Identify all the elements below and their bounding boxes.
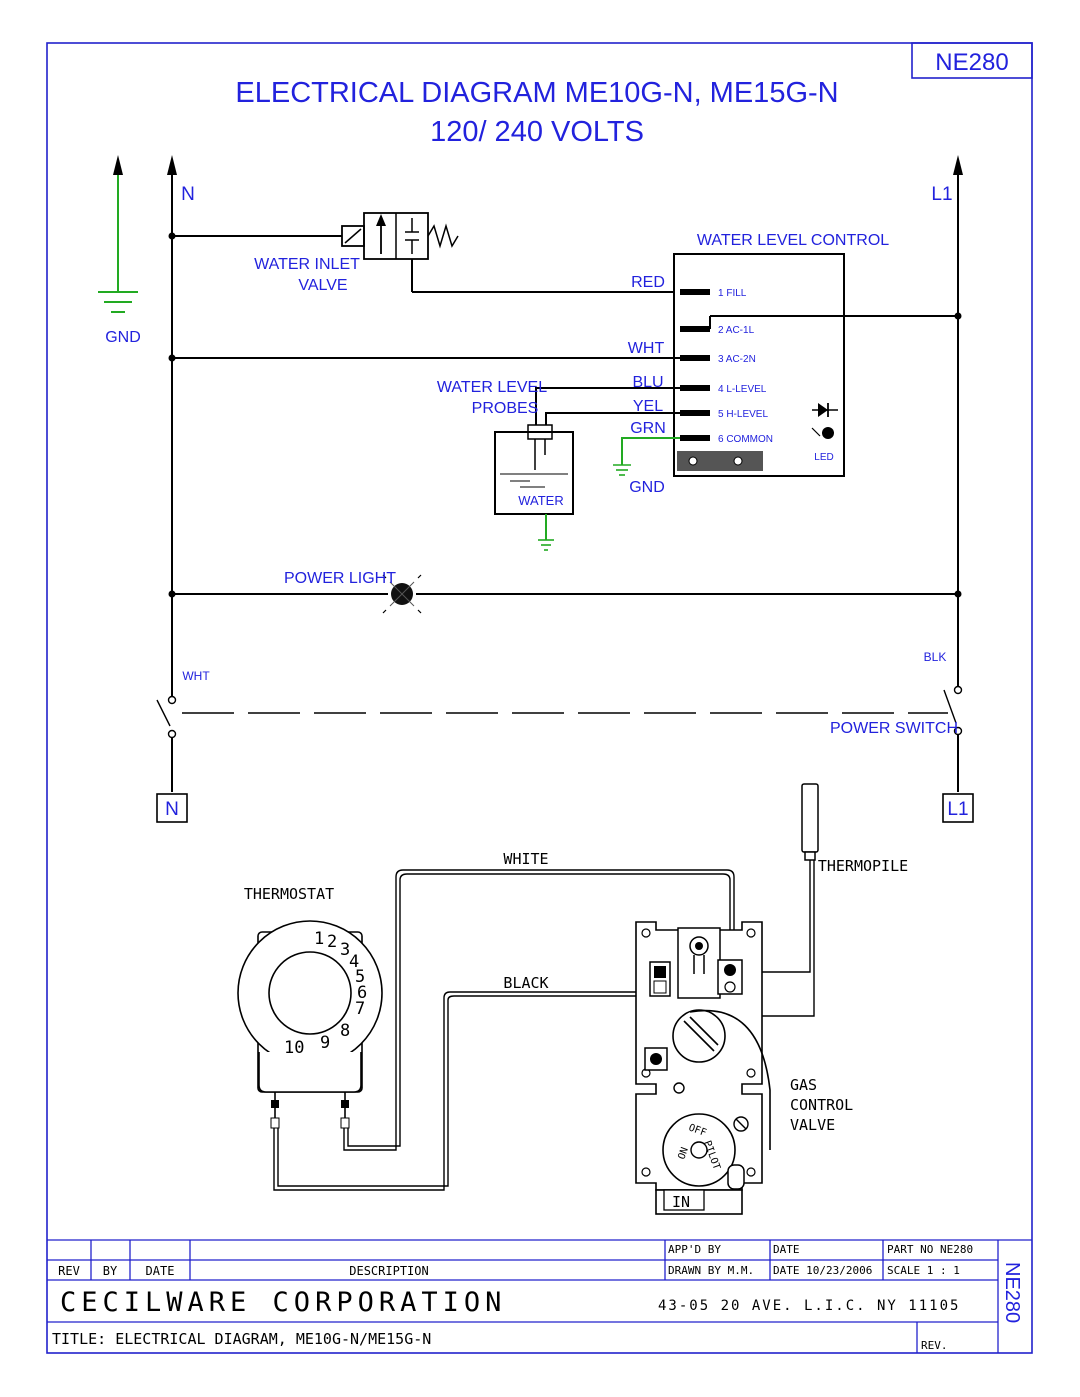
appd-by-label: APP'D BY bbox=[668, 1243, 721, 1256]
water-inlet-valve-symbol bbox=[168, 212, 680, 293]
date-col-label: DATE bbox=[146, 1264, 175, 1278]
thermopile-label: THERMOPILE bbox=[818, 857, 908, 875]
led-label: LED bbox=[814, 452, 833, 463]
wire-yel-label: YEL bbox=[633, 398, 663, 415]
diagram-subtitle: 120/ 240 VOLTS bbox=[430, 116, 644, 148]
terminal-5: 5 H-LEVEL bbox=[718, 409, 768, 420]
gas-control-valve bbox=[635, 921, 771, 1215]
part-no-label: PART NO NE280 bbox=[887, 1243, 973, 1256]
blk-small-label: BLK bbox=[924, 650, 947, 664]
dial-3: 3 bbox=[340, 940, 350, 960]
company-address: 43-05 20 AVE. L.I.C. NY 11105 bbox=[658, 1298, 960, 1314]
gnd-mid-label: GND bbox=[629, 479, 665, 496]
control-mounting-strip bbox=[677, 451, 763, 471]
power-light bbox=[168, 574, 962, 614]
wht-small-label: WHT bbox=[182, 669, 210, 683]
gas-label-2: CONTROL bbox=[790, 1096, 853, 1114]
dial-2: 2 bbox=[327, 932, 337, 952]
thermostat-label: THERMOSTAT bbox=[244, 885, 334, 903]
drawing-border bbox=[46, 42, 1033, 1354]
dial-7: 7 bbox=[355, 999, 365, 1019]
black-wire bbox=[273, 991, 652, 1191]
black-wire-label: BLACK bbox=[503, 974, 548, 992]
l1-label-top: L1 bbox=[931, 184, 952, 205]
ground-arrow bbox=[98, 155, 138, 313]
white-wire-label: WHITE bbox=[503, 850, 548, 868]
diagram-title: ELECTRICAL DIAGRAM ME10G-N, ME15G-N bbox=[235, 77, 838, 109]
water-tank bbox=[494, 431, 574, 551]
dial-6: 6 bbox=[357, 983, 367, 1003]
line-rail bbox=[953, 155, 963, 688]
valve-in-label: IN bbox=[672, 1193, 690, 1211]
part-number-box bbox=[911, 42, 1033, 79]
neutral-rail bbox=[167, 155, 177, 698]
n-label-top: N bbox=[181, 184, 195, 205]
drawn-by-label: DRAWN BY M.M. bbox=[668, 1264, 754, 1277]
terminal-blades bbox=[680, 289, 710, 441]
common-ground-wire bbox=[613, 437, 680, 476]
terminal-2: 2 AC-1L bbox=[718, 325, 755, 336]
thermopile bbox=[743, 783, 819, 1017]
water-level-label-1: WATER LEVEL bbox=[437, 379, 547, 396]
led-icon bbox=[811, 403, 838, 439]
thermostat-dial bbox=[237, 920, 383, 1129]
terminal-1: 1 FILL bbox=[718, 288, 747, 299]
power-switch-label: POWER SWITCH bbox=[830, 720, 958, 737]
side-part-number: NE280 bbox=[1001, 1262, 1023, 1323]
n-box-label: N bbox=[165, 799, 179, 820]
white-wire bbox=[343, 869, 735, 1151]
dial-1: 1 bbox=[314, 929, 324, 949]
dial-9: 9 bbox=[320, 1033, 330, 1053]
gnd-left-label: GND bbox=[105, 329, 141, 346]
terminal-3: 3 AC-2N bbox=[718, 354, 756, 365]
part-number: NE280 bbox=[935, 49, 1008, 76]
dial-4: 4 bbox=[349, 952, 359, 972]
thermostat-dial-numbers: 1 2 3 4 5 6 7 8 9 10 bbox=[284, 929, 367, 1058]
title-block-grid bbox=[47, 1239, 1032, 1353]
date-value-label: DATE 10/23/2006 bbox=[773, 1264, 872, 1277]
drawing-title: TITLE: ELECTRICAL DIAGRAM, ME10G-N/ME15G… bbox=[52, 1330, 431, 1348]
water-label: WATER bbox=[518, 493, 564, 508]
water-inlet-label-2: VALVE bbox=[298, 277, 347, 294]
water-inlet-label-1: WATER INLET bbox=[254, 256, 360, 273]
gas-label-1: GAS bbox=[790, 1076, 817, 1094]
water-level-label-2: PROBES bbox=[472, 400, 539, 417]
wire-grn-label: GRN bbox=[630, 420, 666, 437]
gas-label-3: VALVE bbox=[790, 1116, 835, 1134]
terminal-6: 6 COMMON bbox=[718, 434, 773, 445]
l1-box-label: L1 bbox=[947, 799, 968, 820]
l1-terminal-box bbox=[942, 793, 974, 823]
power-light-label: POWER LIGHT bbox=[284, 570, 396, 587]
dial-8: 8 bbox=[340, 1021, 350, 1041]
n-terminal-box bbox=[156, 793, 188, 823]
description-col-label: DESCRIPTION bbox=[349, 1264, 428, 1278]
power-switch bbox=[156, 685, 963, 792]
date-header-label: DATE bbox=[773, 1243, 800, 1256]
wire-red-label: RED bbox=[631, 274, 665, 291]
wire-blu-label: BLU bbox=[632, 374, 663, 391]
rev-col-label: REV bbox=[58, 1264, 80, 1278]
wire-wht-label: WHT bbox=[628, 340, 665, 357]
dial-5: 5 bbox=[355, 967, 365, 987]
company-name: CECILWARE CORPORATION bbox=[60, 1287, 506, 1318]
scale-label: SCALE 1 : 1 bbox=[887, 1264, 960, 1277]
water-level-control-label: WATER LEVEL CONTROL bbox=[697, 232, 889, 249]
dial-10: 10 bbox=[284, 1038, 304, 1058]
by-col-label: BY bbox=[103, 1264, 118, 1278]
valve-on-label: ON bbox=[676, 1146, 690, 1161]
rev-label: REV. bbox=[921, 1339, 948, 1352]
terminal-4: 4 L-LEVEL bbox=[718, 384, 767, 395]
